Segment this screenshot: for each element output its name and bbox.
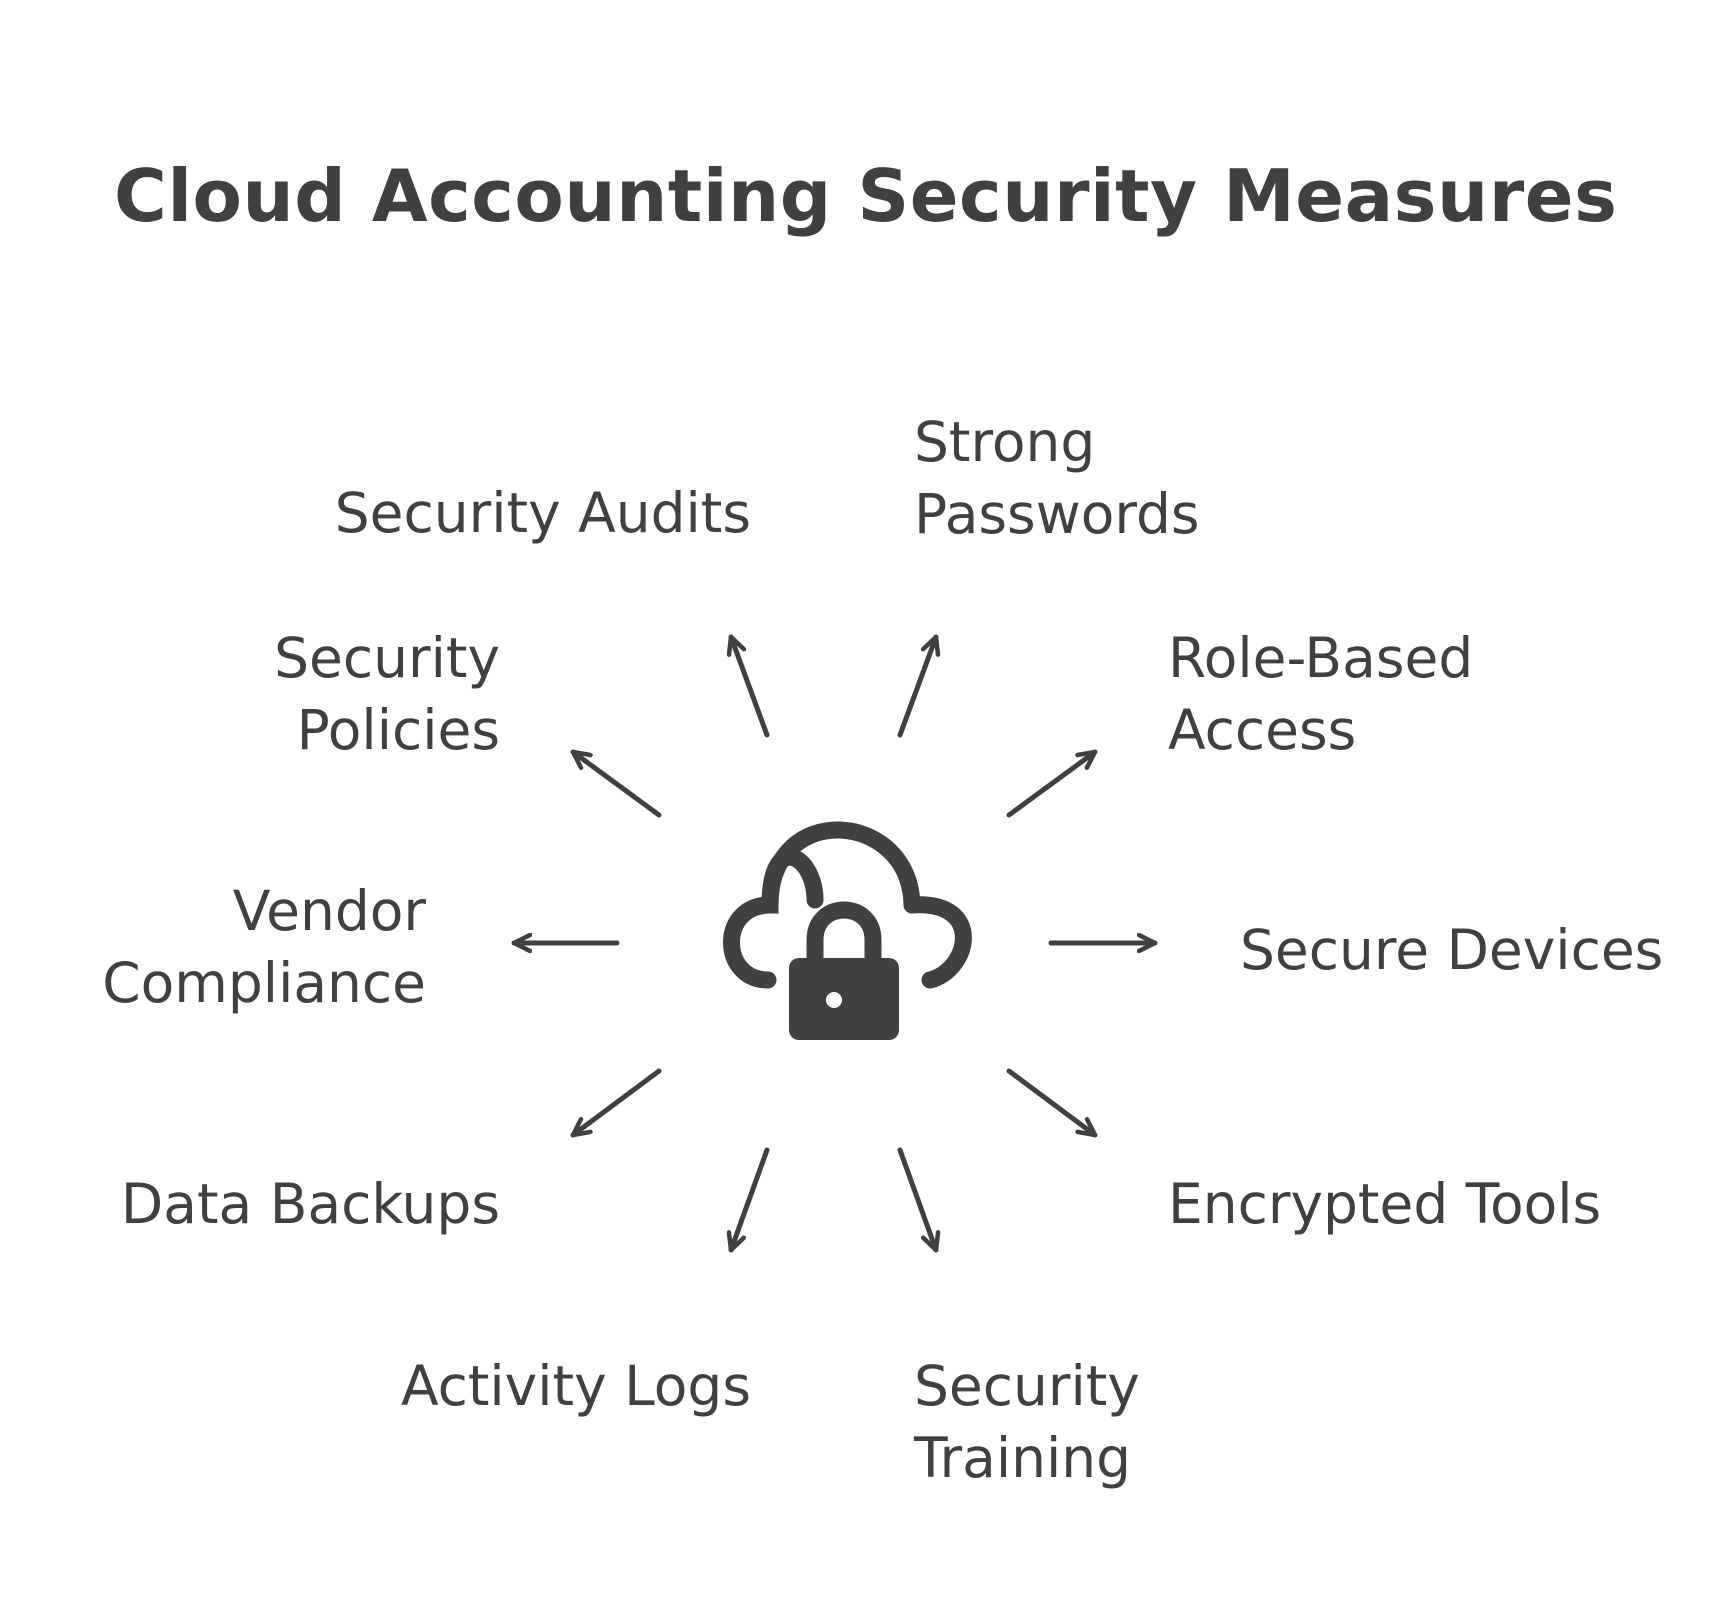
lock-keyhole bbox=[826, 992, 842, 1008]
label-line: Security bbox=[274, 626, 500, 690]
label-encrypted-tools: Encrypted Tools bbox=[1168, 1168, 1601, 1240]
label-line: Passwords bbox=[914, 482, 1200, 546]
arrow-role-based-access bbox=[1006, 749, 1098, 818]
label-line: Compliance bbox=[102, 951, 426, 1015]
label-line: Security bbox=[914, 1354, 1140, 1418]
arrow-security-policies bbox=[570, 749, 662, 818]
label-vendor-compliance: Vendor Compliance bbox=[102, 875, 426, 1019]
label-line: Role-Based bbox=[1168, 626, 1474, 690]
label-security-policies: Security Policies bbox=[274, 622, 500, 766]
label-line: Strong bbox=[914, 410, 1096, 474]
label-line: Vendor bbox=[232, 879, 426, 943]
label-role-based-access: Role-Based Access bbox=[1168, 622, 1473, 766]
label-line: Activity Logs bbox=[400, 1354, 751, 1418]
label-line: Security Audits bbox=[334, 481, 751, 545]
label-line: Encrypted Tools bbox=[1168, 1172, 1602, 1236]
arrow-strong-passwords bbox=[897, 634, 936, 738]
arrows bbox=[511, 634, 1158, 1253]
label-strong-passwords: Strong Passwords bbox=[914, 406, 1200, 550]
label-line: Data Backups bbox=[120, 1172, 500, 1236]
label-security-audits: Security Audits bbox=[335, 477, 751, 549]
arrow-security-training bbox=[897, 1147, 936, 1253]
label-line: Access bbox=[1168, 698, 1357, 762]
label-line: Secure Devices bbox=[1240, 918, 1664, 982]
arrow-security-audits bbox=[731, 634, 770, 738]
label-data-backups: Data Backups bbox=[121, 1168, 500, 1240]
label-activity-logs: Activity Logs bbox=[401, 1350, 751, 1422]
label-line: Policies bbox=[296, 698, 500, 762]
diagram-title: Cloud Accounting Security Measures bbox=[114, 154, 1618, 238]
label-security-training: Security Training bbox=[914, 1350, 1140, 1494]
arrow-activity-logs bbox=[731, 1147, 770, 1253]
lock-shackle bbox=[806, 901, 882, 969]
arrow-data-backups bbox=[570, 1068, 662, 1138]
label-line: Training bbox=[914, 1426, 1132, 1490]
label-secure-devices: Secure Devices bbox=[1240, 914, 1663, 986]
arrow-encrypted-tools bbox=[1006, 1068, 1098, 1138]
cloud-lock-icon bbox=[723, 821, 972, 1040]
lock-body bbox=[789, 958, 899, 1040]
